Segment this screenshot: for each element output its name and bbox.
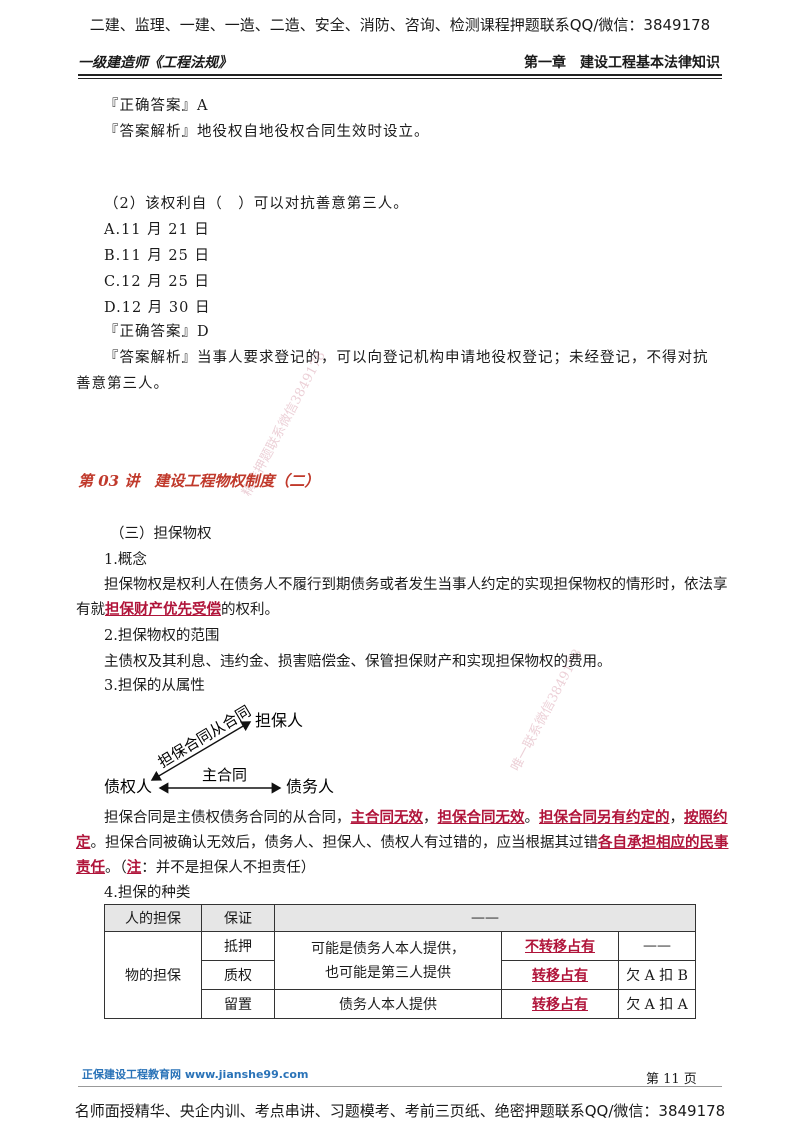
cell-possession: 不转移占有 <box>501 931 619 961</box>
label-main-contract: 主合同 <box>202 766 247 784</box>
highlight-main-invalid: 主合同无效 <box>350 809 424 826</box>
possession-text: 不转移占有 <box>525 939 595 955</box>
types-title: 4.担保的种类 <box>104 885 191 901</box>
text-span: ， <box>423 810 438 826</box>
text-span: ， <box>669 810 685 826</box>
q2-answer: 『正确答案』D <box>104 324 210 340</box>
scope-text: 主债权及其利息、违约金、损害赔偿金、保管担保财产和实现担保物权的费用。 <box>104 654 612 670</box>
para3-line3: 责任。（注：并不是担保人不担责任） <box>76 856 315 877</box>
q2-analysis-line2: 善意第三人。 <box>76 376 169 392</box>
cell-personal-guarantee: 人的担保 <box>104 904 202 932</box>
table-row: 留置 债务人本人提供 转移占有 欠 A 扣 A <box>105 989 696 1019</box>
node-guarantor: 担保人 <box>255 711 303 730</box>
highlight-note: 注 <box>126 859 142 876</box>
q1-answer: 『正确答案』A <box>104 98 209 114</box>
highlight-otherwise-agreed: 担保合同另有约定的 <box>539 809 670 826</box>
bottom-banner: 名师面授精华、央企内训、考点串讲、习题模考、考前三页纸、绝密押题联系QQ/微信：… <box>74 1102 726 1120</box>
page-number: 第 11 页 <box>646 1072 697 1087</box>
cell-possession: 转移占有 <box>501 960 619 990</box>
top-banner: 二建、监理、一建、一造、二造、安全、消防、咨询、检测课程押题联系QQ/微信：38… <box>89 16 711 34</box>
node-debtor: 债务人 <box>286 777 334 796</box>
text-span: 。（ <box>105 860 127 876</box>
para3-line2: 定。担保合同被确认无效后，债务人、担保人、债权人有过错的，应当根据其过错各自承担… <box>76 831 729 852</box>
cell-possession: 转移占有 <box>501 989 619 1019</box>
table-row: 质权 转移占有 欠 A 扣 B <box>105 960 696 990</box>
header-rule <box>78 74 722 76</box>
arrow-creditor-guarantor <box>150 721 252 781</box>
possession-text: 转移占有 <box>532 968 588 984</box>
table-row: 人的担保 保证 —— <box>104 904 696 932</box>
footer-logo: 正保建设工程教育网 www.jianshe99.com <box>82 1068 309 1081</box>
text-span: 。 <box>524 810 540 826</box>
cell-provider-merged: 可能是债务人本人提供， 也可能是第三人提供 <box>274 931 502 990</box>
q2-option-a: A.11 月 21 日 <box>104 222 210 238</box>
cell-type: 留置 <box>201 989 275 1019</box>
provider-line1: 可能是债务人本人提供， <box>311 940 465 957</box>
cell-property-guarantee: 物的担保 <box>104 931 202 1019</box>
highlight-guarantee-invalid: 担保合同无效 <box>437 809 525 826</box>
highlight-priority: 担保财产优先受偿 <box>105 601 221 618</box>
text-span: ：并不是担保人不担责任） <box>141 860 316 876</box>
sub-heading: （三）担保物权 <box>110 526 212 542</box>
guarantee-types-table: 人的担保 保证 —— 物的担保 抵押 可能是债务人本人提供， 也可能是第三人提供 … <box>104 904 696 1019</box>
header-rule-thin <box>78 78 722 79</box>
highlight-liability: 责任 <box>76 859 105 876</box>
text-span: 担保合同是主债权债务合同的从合同， <box>104 810 351 826</box>
provider-line2: 也可能是第三人提供 <box>325 964 451 981</box>
cell-note: 欠 A 扣 A <box>618 989 696 1019</box>
q2-analysis-line1: 『答案解析』当事人要求登记的，可以向登记机构申请地役权登记；未经登记，不得对抗 <box>104 350 709 366</box>
text-span: 有就 <box>76 602 105 618</box>
section-title: 第 03 讲 建设工程物权制度（二） <box>78 472 320 490</box>
header-chapter-title: 第一章 建设工程基本法律知识 <box>524 55 720 71</box>
q2-option-c: C.12 月 25 日 <box>104 274 210 290</box>
q2-option-b: B.11 月 25 日 <box>104 248 210 264</box>
subordination-diagram: 担保人 债权人 债务人 担保合同从合同 主合同 <box>104 702 334 796</box>
label-sub-contract: 担保合同从合同 <box>155 702 254 772</box>
highlight-each-liable: 各自承担相应的民事 <box>598 834 729 851</box>
q1-analysis: 『答案解析』地役权自地役权合同生效时设立。 <box>104 124 430 140</box>
header-book-title: 一级建造师《工程法规》 <box>78 55 232 71</box>
possession-text: 转移占有 <box>532 997 588 1013</box>
cell-type: 质权 <box>201 960 275 990</box>
para3-line1: 担保合同是主债权债务合同的从合同，主合同无效，担保合同无效。担保合同另有约定的，… <box>104 806 728 827</box>
cell-suretyship: 保证 <box>201 904 275 932</box>
q2-question: （2）该权利自（ ）可以对抗善意第三人。 <box>104 196 409 212</box>
cell-dash: —— <box>274 904 696 932</box>
highlight-as-agreed-cont: 定 <box>76 834 91 851</box>
concept-text-line1: 担保物权是权利人在债务人不履行到期债务或者发生当事人约定的实现担保物权的情形时，… <box>104 577 728 593</box>
q2-option-d: D.12 月 30 日 <box>104 300 211 316</box>
cell-type: 抵押 <box>201 931 275 961</box>
cell-note: —— <box>618 931 696 961</box>
cell-note: 欠 A 扣 B <box>618 960 696 990</box>
node-creditor: 债权人 <box>104 777 152 796</box>
scope-title: 2.担保物权的范围 <box>104 628 220 644</box>
concept-title: 1.概念 <box>104 552 147 568</box>
footer-rule <box>78 1086 722 1087</box>
concept-text-line2: 有就担保财产优先受偿的权利。 <box>76 598 279 619</box>
table-row: 物的担保 抵押 可能是债务人本人提供， 也可能是第三人提供 不转移占有 —— <box>104 931 696 1019</box>
text-span: 。担保合同被确认无效后，债务人、担保人、债权人有过错的，应当根据其过错 <box>90 835 599 851</box>
subordination-title: 3.担保的从属性 <box>104 678 205 694</box>
cell-provider: 债务人本人提供 <box>274 989 502 1019</box>
text-span: 的权利。 <box>221 602 279 618</box>
highlight-as-agreed: 按照约 <box>684 809 728 826</box>
